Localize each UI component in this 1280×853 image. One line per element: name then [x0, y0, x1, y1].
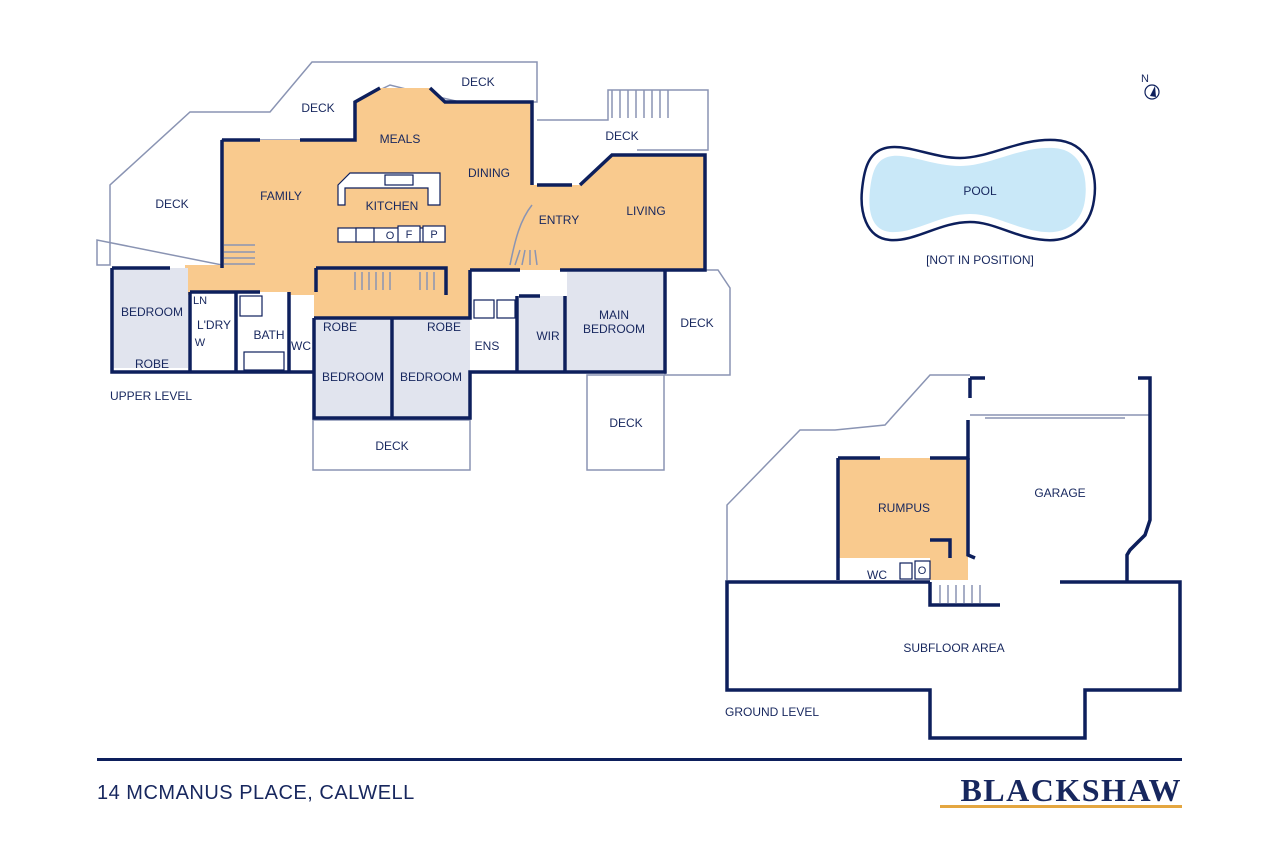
kitchen-fixtures [337, 172, 446, 243]
ldry-label: L'DRY [197, 318, 231, 332]
bedroom-2-label: BEDROOM [400, 370, 462, 384]
brand-underline [940, 805, 1182, 808]
fridge-label: F [406, 229, 413, 241]
subfloor-label: SUBFLOOR AREA [903, 641, 1004, 655]
pool-note: [NOT IN POSITION] [926, 253, 1034, 267]
deck-south-1-label: DECK [609, 416, 642, 430]
main-bedroom-line2: BEDROOM [583, 322, 645, 336]
ln-label: LN [193, 295, 207, 307]
ground-level-label: GROUND LEVEL [725, 705, 819, 719]
living-label: LIVING [626, 204, 665, 218]
robe-2-label: ROBE [427, 320, 461, 334]
compass-label: N [1141, 73, 1149, 85]
oven-label: O [386, 230, 395, 242]
wc-upper-label: WC [291, 339, 311, 353]
ground-outlines [726, 374, 1150, 580]
brand-logo: BLACKSHAW [960, 772, 1182, 808]
family-label: FAMILY [260, 189, 302, 203]
ens-label: ENS [475, 339, 500, 353]
ground-fixtures [899, 560, 931, 580]
property-address: 14 MCMANUS PLACE, CALWELL [97, 782, 415, 804]
deck-top-left-label: DECK [301, 101, 334, 115]
o-ground-label: O [918, 565, 927, 577]
deck-east-label: DECK [680, 316, 713, 330]
kitchen-label: KITCHEN [366, 199, 419, 213]
deck-west-label: DECK [155, 197, 188, 211]
bath-label: BATH [253, 328, 284, 342]
wir-label: WIR [536, 329, 560, 343]
main-bedroom-line1: MAIN [599, 308, 629, 322]
bedroom-1-label: BEDROOM [322, 370, 384, 384]
wc-ground-label: WC [867, 568, 887, 582]
dining-label: DINING [468, 166, 510, 180]
robe-west-label: ROBE [135, 357, 169, 371]
deck-top-right-label: DECK [461, 75, 494, 89]
upper-stairs [224, 204, 538, 290]
footer-divider [97, 758, 1182, 761]
pantry-label: P [430, 229, 437, 241]
bedroom-west-label: BEDROOM [121, 305, 183, 319]
rumpus-label: RUMPUS [878, 501, 930, 515]
upper-walls [110, 86, 707, 420]
upper-level-label: UPPER LEVEL [110, 389, 192, 403]
pool [860, 138, 1097, 242]
deck-right-label: DECK [605, 129, 638, 143]
ground-walls [725, 376, 1182, 740]
bath-fixtures [239, 295, 516, 371]
meals-label: MEALS [380, 132, 421, 146]
ground-stairs [939, 585, 981, 603]
compass-icon [1144, 84, 1160, 100]
w-label: W [195, 337, 206, 349]
entry-label: ENTRY [539, 213, 579, 227]
deck-south-2-label: DECK [375, 439, 408, 453]
bedroom-zone [112, 268, 663, 418]
robe-1-label: ROBE [323, 320, 357, 334]
garage-label: GARAGE [1034, 486, 1085, 500]
pool-label: POOL [963, 184, 997, 198]
